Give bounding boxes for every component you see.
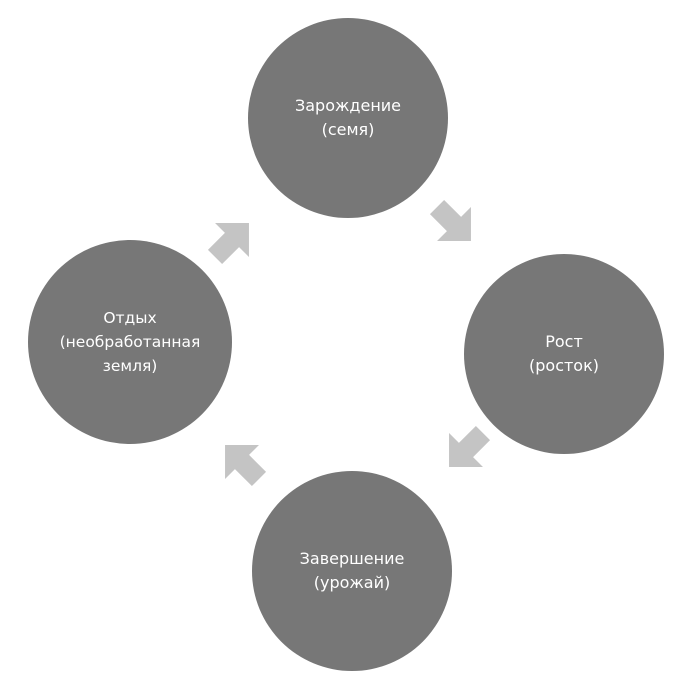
arrow-up-right-icon <box>202 210 262 270</box>
node-growth-sprout-label: Рост (росток) <box>529 332 599 375</box>
arrow-down-right-icon <box>424 194 484 254</box>
node-origin-seed-label: Зарождение (семя) <box>294 96 402 139</box>
node-completion-harvest: Завершение (урожай) <box>252 471 452 671</box>
node-origin-seed: Зарождение (семя) <box>248 18 448 218</box>
arrow-down-left-icon <box>436 420 496 480</box>
node-rest-fallow: Отдых (необработанная земля) <box>28 240 232 444</box>
node-rest-fallow-label: Отдых (необработанная земля) <box>59 309 201 375</box>
node-completion-harvest-label: Завершение (урожай) <box>299 549 405 592</box>
node-growth-sprout: Рост (росток) <box>464 254 664 454</box>
arrow-up-left-icon <box>212 432 272 492</box>
